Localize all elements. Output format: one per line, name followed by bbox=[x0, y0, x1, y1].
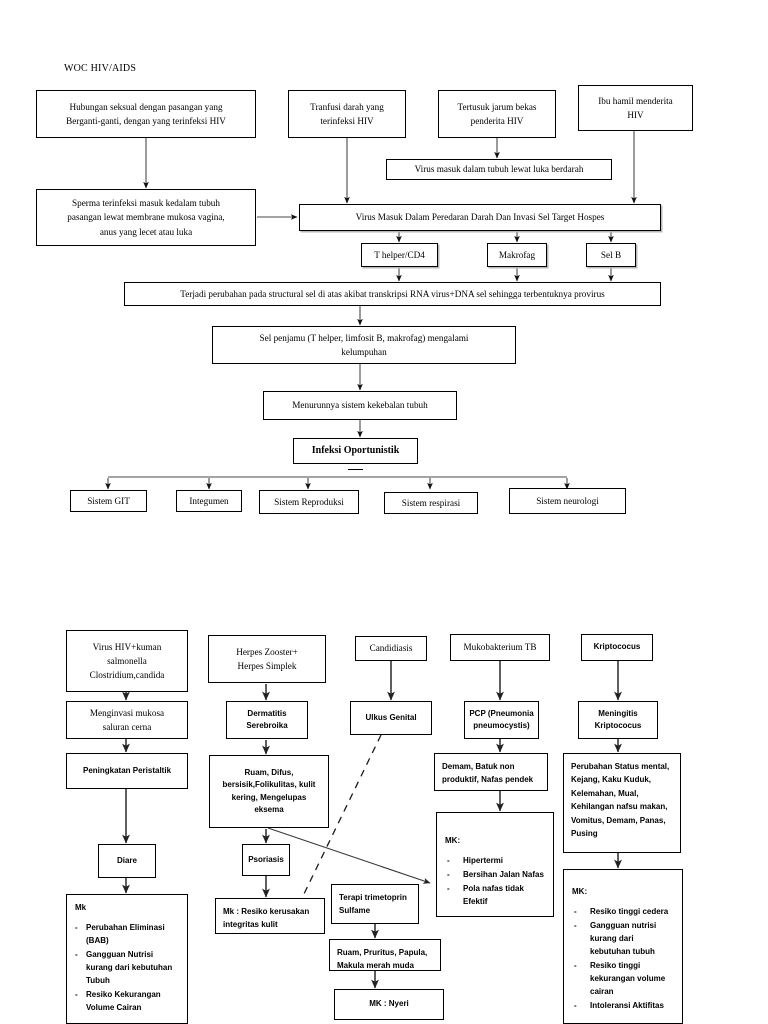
cause-label: Hubungan seksual dengan pasangan yang Be… bbox=[66, 101, 226, 126]
process-box-dermatitis: Dermatitis Serebroika bbox=[226, 701, 308, 739]
process-label: Ruam, Difus, bersisik,Folikulitas, kulit… bbox=[222, 767, 316, 814]
system-label: Sistem respirasi bbox=[401, 497, 461, 508]
process-box-terapi-trimetoprin: Terapi trimetoprin Sulfame bbox=[331, 884, 419, 924]
cause-label: Tranfusi darah yang terinfeksi HIV bbox=[310, 101, 384, 126]
process-box-ulkus-genital: Ulkus Genital bbox=[350, 701, 432, 735]
page-title: WOC HIV/AIDS bbox=[64, 63, 137, 74]
mk-list-item: Pola nafas tidak Efektif bbox=[445, 883, 547, 909]
system-label: Integumen bbox=[189, 495, 229, 506]
pathogen-box-kriptococus: Kriptococus bbox=[581, 634, 653, 661]
target-cell-label: Makrofag bbox=[498, 249, 536, 260]
process-label: Infeksi Oportunistik bbox=[311, 445, 400, 457]
pathogen-label: Mukobakterium TB bbox=[463, 642, 537, 653]
cause-box-pregnant-mother: Ibu hamil menderita HIV bbox=[578, 85, 693, 131]
target-cell-box-sel-b: Sel B bbox=[586, 243, 636, 267]
underline-decoration bbox=[348, 469, 363, 470]
mk-box-neurologi: MK: Resiko tinggi cedera Gangguan nutris… bbox=[563, 869, 683, 1024]
mk-list-item: Gangguan nutrisi kurang dari kebutuhan t… bbox=[572, 920, 676, 959]
mk-box-nyeri: MK : Nyeri bbox=[334, 989, 444, 1020]
target-cell-box-makrofag: Makrofag bbox=[487, 243, 547, 267]
process-label: Peningkatan Peristaltik bbox=[82, 765, 172, 775]
mk-list-item: Resiko tinggi kekurangan volume cairan bbox=[572, 960, 676, 999]
process-label: Ruam, Pruritus, Papula, Makula merah mud… bbox=[337, 948, 428, 971]
process-box-pcp: PCP (Pneumonia pneumocystis) bbox=[464, 701, 539, 739]
process-label: Meningitis Kriptococus bbox=[594, 708, 642, 730]
mk-header: MK: bbox=[445, 836, 461, 845]
process-box-infected-sperm: Sperma terinfeksi masuk kedalam tubuh pa… bbox=[36, 189, 256, 246]
process-label: Diare bbox=[116, 855, 137, 865]
process-box-psoriasis: Psoriasis bbox=[242, 844, 290, 876]
mk-label: MK : Nyeri bbox=[369, 999, 409, 1009]
process-box-virus-bloodstream: Virus Masuk Dalam Peredaran Darah Dan In… bbox=[299, 204, 661, 231]
target-cell-box-t-helper: T helper/CD4 bbox=[361, 243, 438, 267]
process-box-skin-symptoms: Ruam, Difus, bersisik,Folikulitas, kulit… bbox=[209, 755, 329, 828]
process-label: Sel penjamu (T helper, limfosit B, makro… bbox=[259, 332, 469, 357]
system-label: Sistem Reproduksi bbox=[274, 496, 344, 507]
cause-box-needle-stick: Tertusuk jarum bekas penderita HIV bbox=[438, 90, 556, 138]
mk-list-item: Resiko Kekurangan Volume Cairan bbox=[75, 989, 181, 1015]
process-box-neurologi-symptoms: Perubahan Status mental, Kejang, Kaku Ku… bbox=[563, 753, 681, 853]
process-label: Dermatitis Serebroika bbox=[246, 708, 288, 730]
system-box-sistem-respirasi: Sistem respirasi bbox=[384, 492, 478, 514]
pathogen-label: Virus HIV+kuman salmonella Clostridium,c… bbox=[89, 641, 165, 681]
mk-box-integumen: Mk : Resiko kerusakan integritas kulit bbox=[215, 898, 325, 934]
process-label: Perubahan Status mental, Kejang, Kaku Ku… bbox=[571, 762, 670, 839]
process-label: Ulkus Genital bbox=[365, 712, 417, 722]
mk-list: Perubahan Eliminasi (BAB) Gangguan Nutri… bbox=[75, 922, 181, 1015]
pathogen-label: Kriptococus bbox=[593, 642, 641, 652]
system-label: Sistem GIT bbox=[87, 495, 130, 506]
mk-list-item: Intoleransi Aktifitas bbox=[572, 1000, 676, 1013]
system-box-integumen: Integumen bbox=[176, 490, 242, 512]
process-box-diare: Diare bbox=[98, 844, 156, 878]
process-label: Demam, Batuk non produktif, Nafas pendek bbox=[442, 762, 534, 785]
mk-list-item: Hipertermi bbox=[445, 855, 547, 868]
cause-box-sexual-contact: Hubungan seksual dengan pasangan yang Be… bbox=[36, 90, 256, 138]
process-box-git-invasion: Menginvasi mukosa saluran cerna bbox=[66, 701, 188, 739]
pathogen-box-candidiasis: Candidiasis bbox=[355, 636, 427, 661]
process-box-meningitis: Meningitis Kriptococus bbox=[578, 701, 658, 739]
mk-list-item: Perubahan Eliminasi (BAB) bbox=[75, 922, 181, 948]
target-cell-label: T helper/CD4 bbox=[374, 249, 425, 260]
mk-box-git: Mk Perubahan Eliminasi (BAB) Gangguan Nu… bbox=[66, 894, 188, 1024]
process-box-peningkatan-peristaltik: Peningkatan Peristaltik bbox=[66, 753, 188, 789]
system-box-sistem-git: Sistem GIT bbox=[70, 490, 147, 512]
pathogen-box-herpes: Herpes Zooster+ Herpes Simplek bbox=[208, 635, 326, 683]
pathogen-box-git: Virus HIV+kuman salmonella Clostridium,c… bbox=[66, 630, 188, 692]
process-label: PCP (Pneumonia pneumocystis) bbox=[469, 708, 534, 730]
process-box-host-cell-paralysis: Sel penjamu (T helper, limfosit B, makro… bbox=[212, 326, 516, 364]
mk-list: Hipertermi Bersihan Jalan Nafas Pola naf… bbox=[445, 855, 547, 909]
process-label: Terjadi perubahan pada structural sel di… bbox=[180, 288, 605, 299]
process-label: Virus Masuk Dalam Peredaran Darah Dan In… bbox=[355, 212, 605, 223]
process-box-provirus-formation: Terjadi perubahan pada structural sel di… bbox=[124, 282, 661, 306]
process-label: Menurunnya sistem kekebalan tubuh bbox=[292, 400, 428, 411]
mk-box-respirasi: MK: Hipertermi Bersihan Jalan Nafas Pola… bbox=[436, 812, 554, 917]
mk-header: MK: bbox=[572, 887, 588, 896]
process-label: Terapi trimetoprin Sulfame bbox=[339, 893, 407, 916]
cause-box-blood-transfusion: Tranfusi darah yang terinfeksi HIV bbox=[288, 90, 406, 138]
system-label: Sistem neurologi bbox=[536, 495, 599, 506]
mk-list-item: Resiko tinggi cedera bbox=[572, 906, 676, 919]
process-box-virus-enters-wound: Virus masuk dalam tubuh lewat luka berda… bbox=[386, 159, 612, 180]
pathogen-label: Candidiasis bbox=[369, 643, 413, 654]
cause-label: Tertusuk jarum bekas penderita HIV bbox=[457, 101, 537, 126]
pathogen-box-mukobakterium-tb: Mukobakterium TB bbox=[450, 634, 550, 661]
process-box-respirasi-symptoms: Demam, Batuk non produktif, Nafas pendek bbox=[434, 753, 548, 791]
process-label: Sperma terinfeksi masuk kedalam tubuh pa… bbox=[67, 198, 225, 237]
mk-list-item: Gangguan Nutrisi kurang dari kebutuhan T… bbox=[75, 949, 181, 988]
process-box-terapi-symptoms: Ruam, Pruritus, Papula, Makula merah mud… bbox=[329, 939, 441, 971]
mk-header: Mk bbox=[75, 903, 87, 912]
mk-label: Mk : Resiko kerusakan integritas kulit bbox=[223, 907, 310, 930]
system-box-sistem-reproduksi: Sistem Reproduksi bbox=[259, 490, 359, 514]
target-cell-label: Sel B bbox=[600, 249, 622, 260]
process-box-opportunistic-infection: Infeksi Oportunistik bbox=[293, 438, 418, 464]
process-box-immune-decline: Menurunnya sistem kekebalan tubuh bbox=[263, 391, 457, 420]
mk-list: Resiko tinggi cedera Gangguan nutrisi ku… bbox=[572, 906, 676, 1013]
cause-label: Ibu hamil menderita HIV bbox=[598, 95, 673, 120]
system-box-sistem-neurologi: Sistem neurologi bbox=[509, 488, 626, 514]
mk-list-item: Bersihan Jalan Nafas bbox=[445, 869, 547, 882]
pathogen-label: Herpes Zooster+ Herpes Simplek bbox=[236, 646, 298, 671]
process-label: Menginvasi mukosa saluran cerna bbox=[89, 707, 165, 732]
process-label: Psoriasis bbox=[248, 854, 284, 864]
process-label: Virus masuk dalam tubuh lewat luka berda… bbox=[414, 164, 584, 175]
